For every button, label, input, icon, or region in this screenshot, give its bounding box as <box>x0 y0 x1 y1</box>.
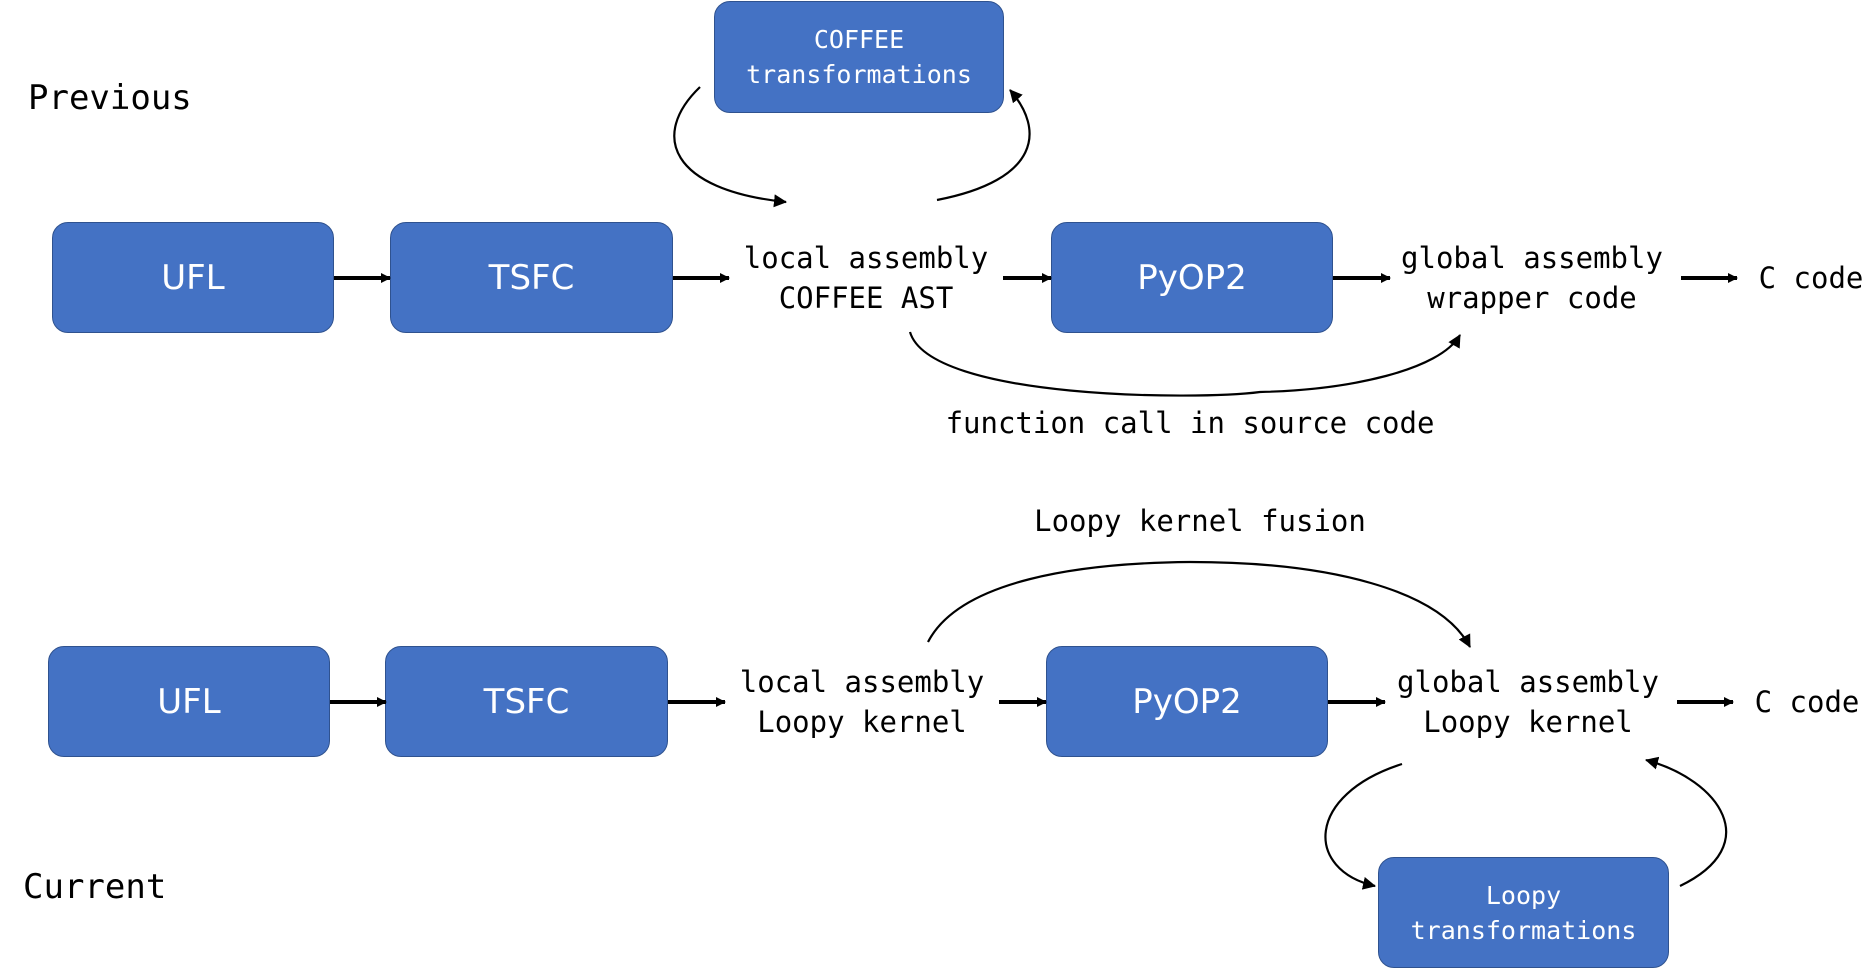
coffee-to-previous-local-arrow <box>936 89 1031 202</box>
previous-pyop2-box: PyOP2 <box>1051 222 1333 333</box>
loopy-transformations-box: Loopy transformations <box>1378 857 1669 968</box>
loopy-kernel-fusion-arrow <box>927 560 1471 648</box>
previous-local-to-coffee-arrow <box>673 86 787 208</box>
current-ufl-box: UFL <box>48 646 330 757</box>
current-global-assembly-label: global assembly Loopy kernel <box>1397 665 1659 739</box>
current-c-code-label: C code <box>1754 685 1860 719</box>
previous-global-assembly-label: global assembly wrapper code <box>1401 241 1663 315</box>
previous-c-code-label: C code <box>1758 261 1864 295</box>
current-local-assembly-label: local assembly Loopy kernel <box>739 665 985 739</box>
loopy-kernel-fusion-label: Loopy kernel fusion <box>1034 504 1366 538</box>
previous-local-assembly-label: local assembly COFFEE AST <box>743 241 989 315</box>
previous-ufl-box: UFL <box>52 222 334 333</box>
previous-title: Previous <box>28 78 192 118</box>
loopy-transform-to-current-global-arrow <box>1645 756 1728 887</box>
function-call-bypass-arrow <box>908 331 1461 397</box>
current-title: Current <box>23 867 167 907</box>
function-call-label: function call in source code <box>945 406 1435 440</box>
coffee-transformations-box: COFFEE transformations <box>714 1 1004 113</box>
current-pyop2-box: PyOP2 <box>1046 646 1328 757</box>
previous-tsfc-box: TSFC <box>390 222 673 333</box>
current-global-to-loopy-transform-arrow <box>1324 762 1403 890</box>
current-tsfc-box: TSFC <box>385 646 668 757</box>
